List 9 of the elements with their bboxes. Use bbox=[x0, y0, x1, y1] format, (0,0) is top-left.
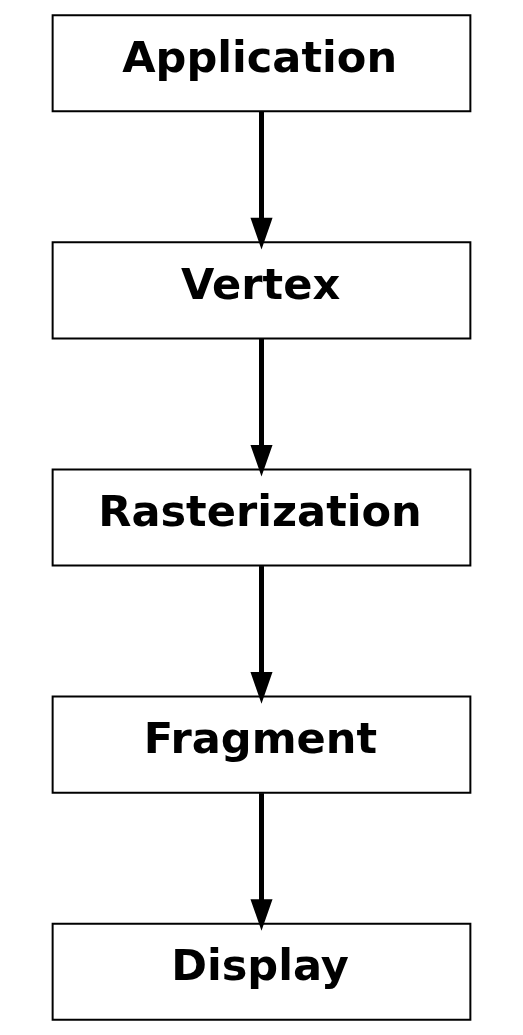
arrow bbox=[250, 566, 273, 704]
arrow bbox=[250, 338, 273, 477]
arrow bbox=[250, 111, 273, 250]
node-box: Rasterization bbox=[51, 468, 472, 567]
arrow bbox=[250, 793, 273, 931]
node-box: Fragment bbox=[51, 695, 472, 794]
node-box: Display bbox=[51, 922, 472, 1021]
node-box: Vertex bbox=[51, 241, 472, 340]
node-box: Application bbox=[51, 14, 472, 113]
